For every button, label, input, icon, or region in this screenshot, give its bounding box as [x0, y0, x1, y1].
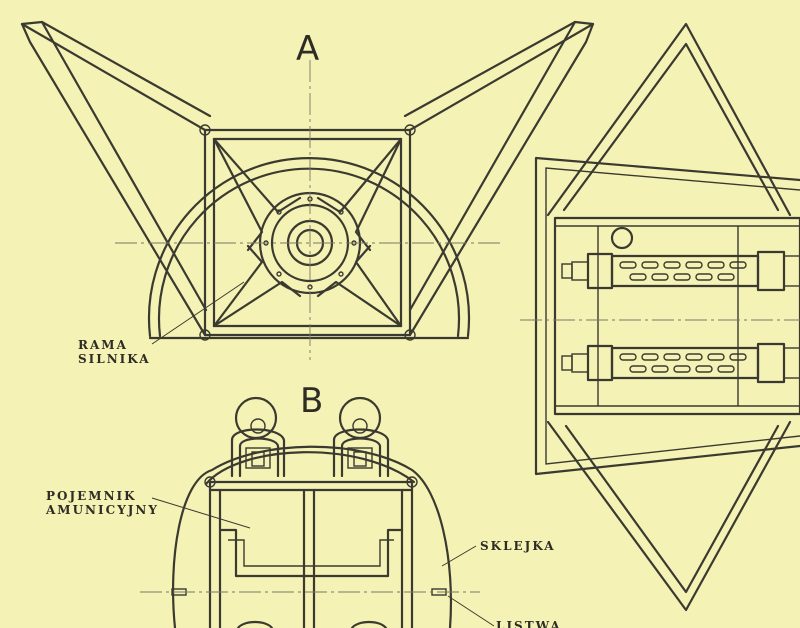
engine-frame-leader	[151, 281, 245, 345]
view-a: A RAMA SILNIKA	[20, 20, 595, 366]
right-wing-strut-outer	[408, 22, 595, 337]
ammo-box-leader	[151, 497, 251, 529]
machine-gun-upper	[561, 250, 800, 292]
plywood-leader	[441, 545, 477, 567]
machine-gun-lower	[561, 342, 800, 384]
ammo-box-inner	[228, 539, 394, 567]
upper-triangle-inner	[562, 42, 780, 212]
corner-node	[404, 124, 416, 136]
plywood-label: SKLEJKA	[480, 539, 556, 553]
fuselage-arch-inner	[157, 167, 461, 338]
lower-triangle-inner	[564, 424, 780, 594]
ammo-box-label-2: AMUNICYJNY	[45, 503, 159, 517]
ammo-box-outline	[218, 528, 404, 578]
gun-mount-left	[230, 396, 286, 478]
gun-bay	[553, 216, 800, 416]
corner-node	[199, 329, 211, 341]
upper-triangle-outer	[546, 22, 792, 217]
rear-hull-outline	[172, 445, 453, 628]
ammo-box-label-1: POJEMNIK	[46, 489, 137, 503]
corner-node	[404, 329, 416, 341]
left-wing-strut-inner	[40, 20, 208, 312]
engine-frame-label-2: SILNIKA	[78, 352, 151, 366]
right-wing-strut-upper	[403, 20, 595, 132]
view-b: B	[45, 381, 562, 628]
left-wing-strut-upper	[20, 20, 212, 132]
right-wing-strut-inner	[408, 20, 577, 312]
rear-top-arc	[204, 451, 416, 486]
engine-frame	[212, 137, 403, 328]
bay-port	[610, 226, 634, 250]
fuselage-side-outer	[534, 156, 800, 476]
strip-label: LISTWA	[496, 619, 562, 628]
engine-frame-label-1: RAMA	[78, 338, 128, 352]
fuselage-side-inner	[545, 167, 800, 465]
view-a-letter: A	[296, 29, 319, 69]
view-b-letter: B	[300, 381, 323, 421]
corner-node	[199, 124, 211, 136]
square-frame-inner	[212, 137, 403, 328]
strip-leader	[447, 595, 495, 627]
lower-triangle-outer	[546, 420, 792, 612]
plan-view	[520, 22, 800, 612]
gun-mount-right	[332, 396, 390, 478]
left-wing-strut-outer	[20, 22, 207, 337]
square-frame-outer	[203, 128, 412, 337]
fuselage-arch-outer	[147, 157, 471, 338]
